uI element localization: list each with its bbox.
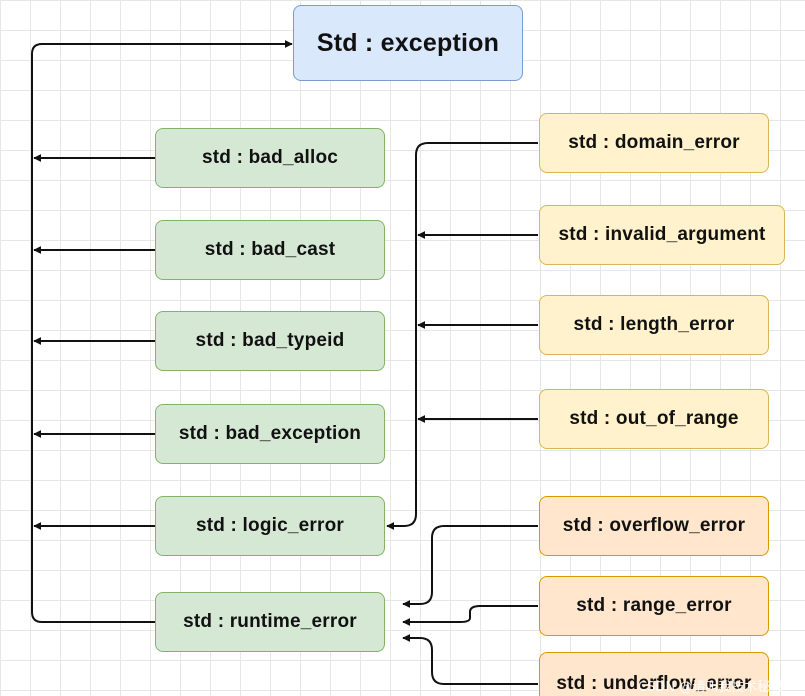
node-label: std : out_of_range (569, 408, 739, 429)
node-bad-typeid: std : bad_typeid (155, 311, 385, 371)
node-label: std : runtime_error (183, 611, 357, 632)
edge-overflow-error (402, 525, 538, 608)
node-label: std : underflow_error (556, 672, 752, 694)
node-runtime-error: std : runtime_error (155, 592, 385, 652)
node-label: std : length_error (573, 314, 735, 335)
node-overflow-error: std : overflow_error (539, 496, 769, 556)
node-bad-alloc: std : bad_alloc (155, 128, 385, 188)
node-label: std : invalid_argument (558, 224, 766, 245)
node-label: std : range_error (576, 595, 732, 616)
node-out-of-range: std : out_of_range (539, 389, 769, 449)
node-logic-error: std : logic_error (155, 496, 385, 556)
node-label: std : logic_error (195, 515, 345, 536)
node-invalid-argument: std : invalid_argument (539, 205, 785, 265)
node-std-exception: Std : exception (293, 5, 523, 81)
edge-range-error (402, 605, 538, 626)
node-label: std : bad_exception (178, 423, 362, 444)
node-label: std : bad_typeid (195, 330, 345, 351)
node-label: std : overflow_error (562, 515, 746, 536)
node-label: std : domain_error (568, 132, 740, 153)
watermark: CSDN @请叫我技术秘书 (638, 680, 784, 695)
node-label: Std : exception (316, 28, 500, 57)
edge-domain-error (386, 142, 538, 530)
node-domain-error: std : domain_error (539, 113, 769, 173)
node-label: std : bad_alloc (201, 147, 339, 168)
node-underflow-error: std : underflow_error (539, 652, 769, 696)
edge-trunk-to-exception (31, 40, 293, 623)
node-label: std : bad_cast (204, 239, 336, 260)
edge-underflow-error (402, 634, 538, 685)
node-range-error: std : range_error (539, 576, 769, 636)
node-bad-exception: std : bad_exception (155, 404, 385, 464)
node-length-error: std : length_error (539, 295, 769, 355)
node-bad-cast: std : bad_cast (155, 220, 385, 280)
